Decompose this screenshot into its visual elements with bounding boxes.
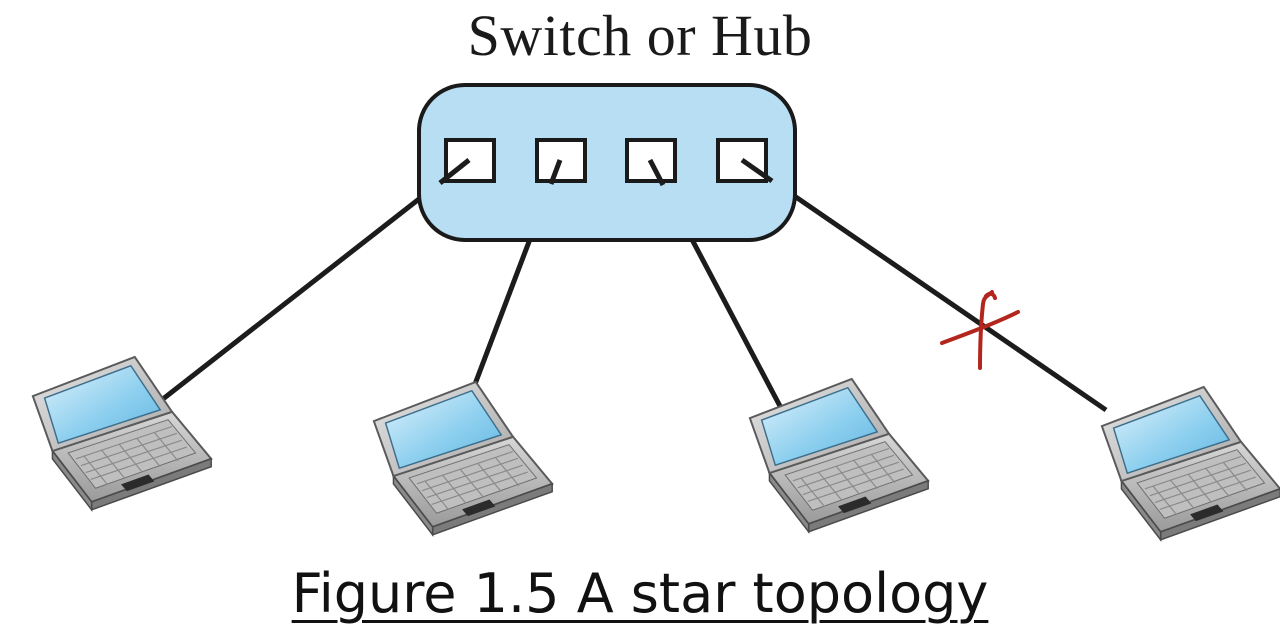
- link-4-plug: [740, 157, 774, 184]
- link-1: [143, 158, 471, 415]
- link-1-plug: [438, 158, 471, 185]
- figure-caption: Figure 1.5 A star topology: [291, 562, 989, 625]
- port-1: [444, 138, 496, 183]
- laptop-2-icon: [372, 380, 554, 536]
- switch-hub-box: [417, 83, 797, 242]
- hub-label: Switch or Hub: [467, 3, 813, 68]
- laptop-4-icon: [1100, 385, 1280, 541]
- link-3-plug: [647, 158, 666, 187]
- link-4: [740, 157, 1108, 413]
- broken-link-x-mark: [940, 290, 1020, 370]
- link-2-plug: [548, 159, 563, 185]
